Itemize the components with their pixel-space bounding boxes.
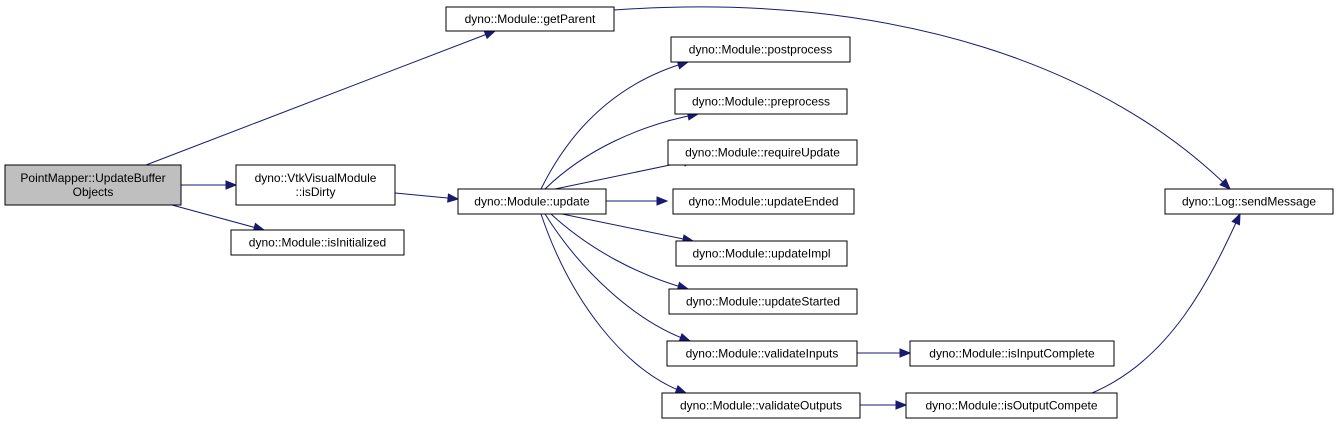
node-box bbox=[230, 229, 405, 256]
node-label: dyno::Module::postprocess bbox=[689, 43, 832, 57]
edge-line bbox=[544, 213, 691, 342]
node-label: dyno::Module::isInitialized bbox=[249, 236, 386, 250]
edge-line bbox=[540, 61, 689, 190]
node-isDirty[interactable]: dyno::VtkVisualModule::isDirty bbox=[235, 164, 396, 206]
node-label: dyno::Module::isInputComplete bbox=[929, 347, 1095, 361]
edge-getParent-to-sendMessage bbox=[613, 6, 1231, 190]
node-label: dyno::Module::updateEnded bbox=[688, 195, 838, 209]
node-label: dyno::Module::requireUpdate bbox=[685, 146, 840, 160]
node-update[interactable]: dyno::Module::update bbox=[457, 188, 607, 215]
edge-line bbox=[145, 30, 496, 166]
node-box bbox=[4, 164, 182, 206]
edge-isDirty-to-update bbox=[394, 192, 460, 203]
node-getParent[interactable]: dyno::Module::getParent bbox=[445, 6, 615, 32]
arrowhead bbox=[674, 384, 688, 394]
edge-root-to-isInitialized bbox=[171, 204, 266, 232]
edge-update-to-postprocess bbox=[540, 60, 690, 190]
node-box bbox=[666, 340, 858, 367]
node-label: dyno::Module::validateOutputs bbox=[680, 399, 842, 413]
arrowhead bbox=[899, 348, 912, 358]
node-box bbox=[668, 288, 858, 315]
edge-line bbox=[550, 213, 689, 290]
node-box bbox=[674, 88, 848, 115]
edge-line bbox=[1091, 213, 1241, 394]
node-sendMessage[interactable]: dyno::Log::sendMessage bbox=[1164, 188, 1334, 215]
node-box bbox=[661, 392, 861, 419]
node-isInputComplete[interactable]: dyno::Module::isInputComplete bbox=[909, 340, 1115, 367]
node-label: PointMapper::UpdateBuffer bbox=[20, 171, 165, 185]
node-postprocess[interactable]: dyno::Module::postprocess bbox=[670, 36, 851, 63]
edge-line bbox=[394, 192, 459, 200]
node-label: dyno::Module::getParent bbox=[465, 12, 596, 26]
node-box bbox=[457, 188, 607, 215]
node-label: dyno::Log::sendMessage bbox=[1182, 195, 1316, 209]
node-isInitialized[interactable]: dyno::Module::isInitialized bbox=[230, 229, 405, 256]
arrowhead bbox=[483, 30, 497, 40]
edge-root-to-isDirty bbox=[181, 180, 238, 190]
edge-update-to-updateEnded bbox=[606, 196, 669, 206]
node-label: dyno::Module::update bbox=[474, 195, 590, 209]
arrowhead bbox=[1219, 178, 1231, 190]
node-requireUpdate[interactable]: dyno::Module::requireUpdate bbox=[667, 139, 858, 166]
edge-line bbox=[544, 113, 699, 190]
node-label: dyno::Module::updateImpl bbox=[692, 247, 830, 261]
node-label: dyno::Module::validateInputs bbox=[686, 347, 839, 361]
node-box bbox=[1164, 188, 1334, 215]
node-preprocess[interactable]: dyno::Module::preprocess bbox=[674, 88, 848, 115]
arrowhead bbox=[447, 193, 460, 203]
node-updateEnded[interactable]: dyno::Module::updateEnded bbox=[672, 188, 855, 215]
node-box bbox=[909, 340, 1115, 367]
edge-update-to-validateInputs bbox=[544, 213, 692, 342]
arrowhead bbox=[225, 180, 238, 190]
node-label: dyno::VtkVisualModule bbox=[255, 171, 377, 185]
node-label: Objects bbox=[73, 185, 114, 199]
node-box bbox=[675, 240, 848, 267]
edge-root-to-getParent bbox=[145, 30, 497, 166]
node-label: dyno::Module::isOutputCompete bbox=[925, 399, 1097, 413]
arrowhead bbox=[678, 332, 692, 342]
edge-validateOutputs-to-isOutputCompete bbox=[860, 400, 908, 410]
node-label: dyno::Module::updateStarted bbox=[686, 295, 840, 309]
edge-line bbox=[171, 204, 265, 231]
node-updateImpl[interactable]: dyno::Module::updateImpl bbox=[675, 240, 848, 267]
edge-validateInputs-to-isInputComplete bbox=[857, 348, 912, 358]
arrowhead bbox=[656, 196, 669, 206]
edge-update-to-validateOutputs bbox=[540, 213, 688, 394]
node-box bbox=[672, 188, 855, 215]
node-isOutputCompete[interactable]: dyno::Module::isOutputCompete bbox=[905, 392, 1118, 419]
edge-line bbox=[561, 213, 694, 242]
node-box bbox=[235, 164, 396, 206]
edge-line bbox=[540, 213, 687, 394]
node-updateStarted[interactable]: dyno::Module::updateStarted bbox=[668, 288, 858, 315]
edge-update-to-updateStarted bbox=[550, 213, 690, 291]
node-validateInputs[interactable]: dyno::Module::validateInputs bbox=[666, 340, 858, 367]
arrowhead bbox=[895, 400, 908, 410]
node-box bbox=[445, 6, 615, 32]
edge-isOutputCompete-to-sendMessage bbox=[1091, 212, 1241, 394]
node-validateOutputs[interactable]: dyno::Module::validateOutputs bbox=[661, 392, 861, 419]
node-label: ::isDirty bbox=[296, 185, 336, 199]
node-box bbox=[670, 36, 851, 63]
edge-line bbox=[613, 6, 1231, 190]
arrowhead bbox=[1231, 212, 1241, 226]
node-label: dyno::Module::preprocess bbox=[692, 95, 830, 109]
node-box bbox=[905, 392, 1118, 419]
node-box bbox=[667, 139, 858, 166]
nodes-layer: PointMapper::UpdateBufferObjectsdyno::Mo… bbox=[4, 6, 1334, 419]
